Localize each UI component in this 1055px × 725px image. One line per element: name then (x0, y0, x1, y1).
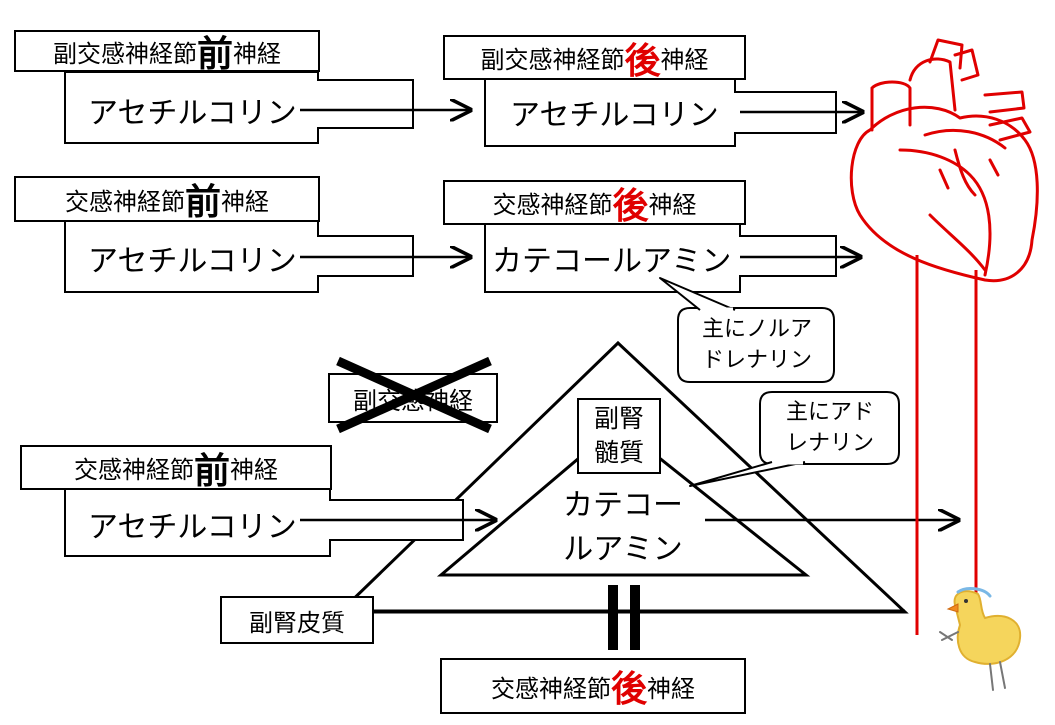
bottom-pre-transmitter: アセチルコリン (88, 510, 297, 545)
label-emphasis: 後 (610, 669, 647, 710)
row2-post-transmitter-shape (484, 221, 837, 293)
label-text: 髄質 (593, 438, 644, 467)
callout-line: ドレナリン (701, 348, 812, 373)
label-text: 神経 (648, 191, 697, 219)
label-emphasis: 後 (624, 40, 661, 82)
label-text: 副交感神経節 (52, 39, 197, 68)
chick-icon (939, 587, 1022, 691)
label-text: 神経 (221, 187, 269, 216)
label-text: ルアミン (563, 532, 683, 567)
label-text: 神経 (660, 46, 709, 74)
label-text: 副腎 (593, 404, 644, 433)
cross-mark-icon (336, 356, 492, 434)
row1-post-neuron-label: 副交感神経節後神経 (443, 35, 746, 82)
label-emphasis: 前 (193, 450, 230, 492)
row2-pre-transmitter: アセチルコリン (88, 244, 297, 279)
row2-pre-neuron-label: 交感神経節前神経 (14, 176, 320, 223)
bottom-post-neuron-label: 交感神経節後神経 (440, 658, 746, 714)
callout-adrenaline: 主にアド レナリン (762, 397, 898, 459)
callout-line: 主にアド (785, 400, 874, 425)
row1-pre-neuron-label: 副交感神経節前神経 (14, 30, 320, 75)
adrenal-catecholamine: カテコー ルアミン (548, 484, 698, 572)
label-text: 神経 (233, 39, 281, 68)
label-text: 交感神経節 (492, 191, 613, 219)
adrenal-inner-triangle (436, 423, 811, 577)
row1-pre-transmitter-shape (64, 71, 414, 144)
callout-noradrenaline: 主にノルア ドレナリン (682, 314, 832, 376)
label-text: カテコー (563, 488, 683, 523)
bottom-pre-neuron-label: 交感神経節前神経 (20, 445, 332, 492)
label-emphasis: 前 (184, 182, 221, 223)
label-text: 交感神経節 (73, 456, 194, 484)
row1-post-transmitter: アセチルコリン (510, 98, 719, 133)
callout-line: 主にノルア (701, 317, 812, 342)
heart-icon (849, 38, 1039, 283)
label-text: 神経 (647, 674, 695, 703)
label-text: 副交感神経節 (480, 46, 625, 74)
label-text: 副腎皮質 (249, 608, 345, 637)
equals-bar-left (608, 585, 618, 650)
label-emphasis: 前 (196, 34, 233, 75)
callout-noradrenaline-bubble (677, 307, 835, 383)
row2-post-neuron-label: 交感神経節後神経 (443, 180, 746, 227)
label-emphasis: 後 (612, 185, 649, 227)
callout-line: レナリン (785, 431, 874, 456)
callout-adrenaline-bubble (759, 391, 900, 465)
row2-post-transmitter: カテコールアミン (492, 244, 732, 279)
adrenal-cortex-label: 副腎皮質 (220, 596, 374, 644)
row1-pre-transmitter: アセチルコリン (88, 96, 297, 131)
label-text: 交感神経節 (64, 187, 185, 216)
adrenal-medulla-label: 副腎 髄質 (577, 398, 661, 474)
label-text: 神経 (230, 456, 278, 484)
row1-post-transmitter-shape (484, 77, 837, 147)
bottom-pre-transmitter-shape (64, 487, 464, 557)
row2-pre-transmitter-shape (64, 219, 414, 293)
equals-bar-right (630, 585, 640, 650)
label-text: 交感神経節 (490, 674, 611, 703)
